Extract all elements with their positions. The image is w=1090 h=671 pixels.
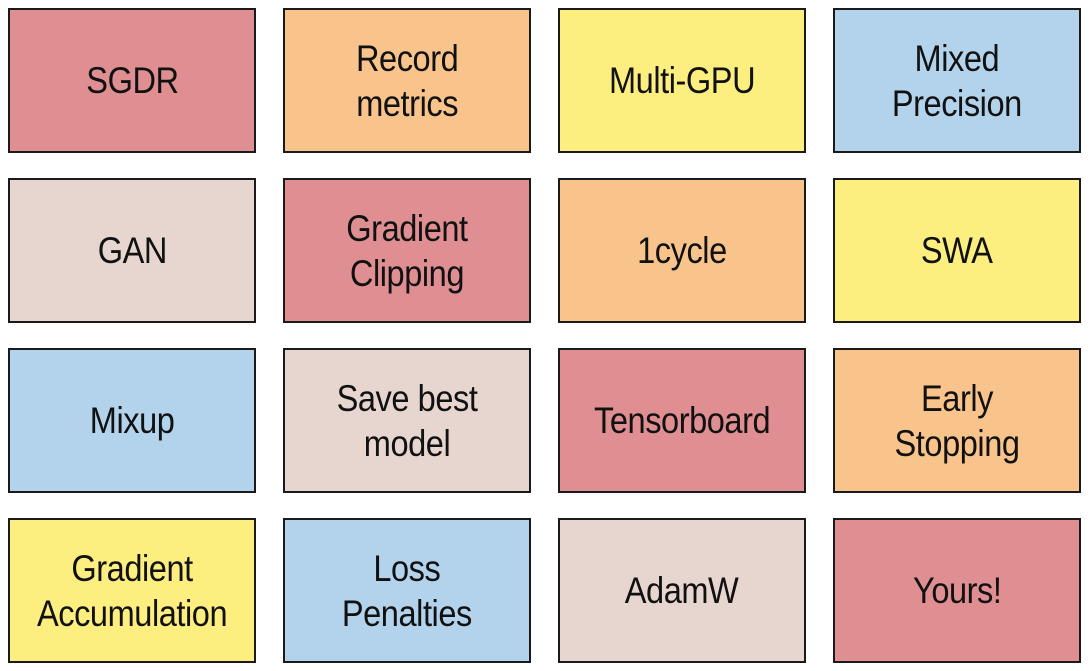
tile-mixup: Mixup xyxy=(8,348,256,493)
tile-yours: Yours! xyxy=(833,518,1081,663)
tile-loss-penalties: Loss Penalties xyxy=(283,518,531,663)
tile-tensorboard: Tensorboard xyxy=(558,348,806,493)
tile-save-best-model: Save best model xyxy=(283,348,531,493)
callbacks-grid: SGDR Record metrics Multi-GPU Mixed Prec… xyxy=(8,8,1082,663)
tile-label: Mixed Precision xyxy=(892,37,1022,124)
tile-label: Gradient Accumulation xyxy=(36,547,228,634)
tile-1cycle: 1cycle xyxy=(558,178,806,323)
tile-sgdr: SGDR xyxy=(8,8,256,153)
tile-label: Early Stopping xyxy=(894,377,1020,464)
tile-label: Loss Penalties xyxy=(342,547,472,634)
tile-adamw: AdamW xyxy=(558,518,806,663)
tile-label: 1cycle xyxy=(637,230,727,271)
tile-label: SWA xyxy=(921,230,993,271)
tile-record-metrics: Record metrics xyxy=(283,8,531,153)
tile-mixed-precision: Mixed Precision xyxy=(833,8,1081,153)
tile-label: Save best model xyxy=(336,377,478,464)
tile-label: AdamW xyxy=(625,570,739,611)
tile-gan: GAN xyxy=(8,178,256,323)
tile-swa: SWA xyxy=(833,178,1081,323)
tile-gradient-accumulation: Gradient Accumulation xyxy=(8,518,256,663)
tile-label: Multi-GPU xyxy=(608,60,756,101)
tile-label: Mixup xyxy=(89,400,175,441)
tile-label: SGDR xyxy=(85,60,179,101)
tile-label: Yours! xyxy=(912,570,1002,611)
tile-early-stopping: Early Stopping xyxy=(833,348,1081,493)
tile-label: Gradient Clipping xyxy=(346,207,468,294)
tile-multi-gpu: Multi-GPU xyxy=(558,8,806,153)
tile-label: GAN xyxy=(97,230,167,271)
tile-gradient-clipping: Gradient Clipping xyxy=(283,178,531,323)
tile-label: Tensorboard xyxy=(593,400,771,441)
tile-label: Record metrics xyxy=(355,37,459,124)
